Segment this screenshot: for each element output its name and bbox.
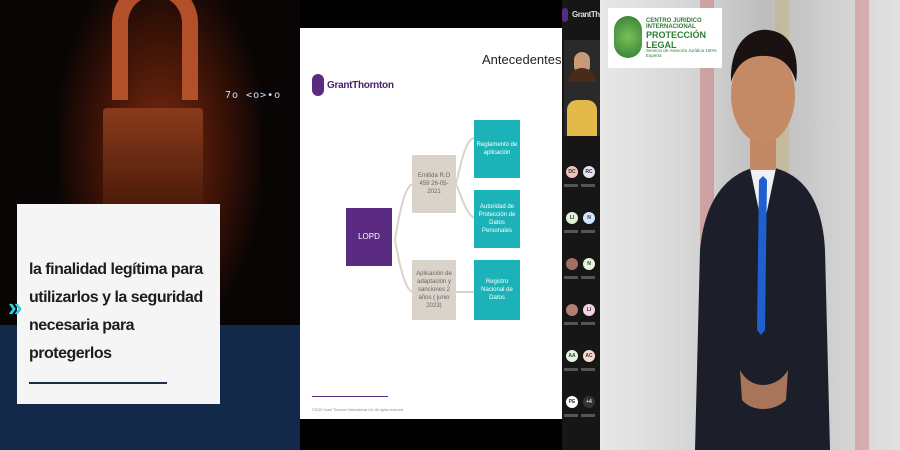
participant-name-placeholder	[581, 276, 595, 279]
participant-name-placeholder	[564, 184, 578, 187]
participant-name-placeholder	[581, 230, 595, 233]
firm-banner: CENTRO JURIDICO INTERNACIONAL PROTECCIÓN…	[608, 8, 722, 68]
participant-avatar[interactable]: N	[583, 258, 595, 270]
participant-name-placeholder	[581, 414, 595, 417]
participant-avatar[interactable]: LI	[566, 212, 578, 224]
footer-line	[312, 396, 388, 397]
participants-header: GrantThornton	[572, 10, 622, 19]
participant-avatar[interactable]: N	[583, 212, 595, 224]
participant-name-placeholder	[581, 322, 595, 325]
participant-avatar[interactable]: +4	[583, 396, 595, 408]
participant-avatar[interactable]: AA	[566, 350, 578, 362]
banner-line-1: CENTRO JURIDICO INTERNACIONAL	[646, 18, 702, 30]
diagram-connectors	[394, 137, 475, 293]
participant-name-placeholder	[564, 368, 578, 371]
background-stripe	[855, 0, 869, 450]
participant-hair	[568, 68, 596, 82]
participant-shirt	[567, 100, 597, 136]
participant-avatar[interactable]: PE	[566, 396, 578, 408]
caption-underline	[29, 382, 167, 384]
slide-title: Antecedentes	[482, 52, 562, 67]
participants-panel: GrantThornton DC RC LI N N LI AA AC PE +4	[562, 0, 622, 450]
node-reglamento: Reglamento de aplicación	[474, 120, 520, 178]
participant-avatar[interactable]	[566, 258, 578, 270]
slide-logo-text: GrantThornton	[327, 80, 394, 91]
banner-line-3: Servicio de Asesoría Jurídica 100% Exper…	[646, 48, 717, 58]
participant-name-placeholder	[581, 184, 595, 187]
padlock-shackle	[112, 0, 198, 100]
speaker-figure	[695, 29, 830, 450]
padlock-body	[103, 108, 203, 208]
participant-name-placeholder	[564, 276, 578, 279]
participant-avatar[interactable]: RC	[583, 166, 595, 178]
node-registro: Registro Nacional de Datos	[474, 260, 520, 320]
grant-thornton-logo-icon	[562, 8, 568, 22]
node-aplicacion: Aplicación de adaptación y sanciones 2 a…	[412, 260, 456, 320]
slide-footer: ©2022 Grant Thornton International Ltd. …	[312, 408, 404, 412]
firm-seal-icon	[614, 16, 642, 58]
grant-thornton-logo-icon	[312, 74, 324, 96]
speaker-video-panel: CENTRO JURIDICO INTERNACIONAL PROTECCIÓN…	[600, 0, 900, 450]
presentation-slide: Antecedentes GrantThornton LOPD Emitida …	[300, 28, 562, 419]
participant-name-placeholder	[581, 368, 595, 371]
participant-avatar[interactable]	[566, 304, 578, 316]
digital-code-text: 7o <o>•o	[225, 90, 282, 101]
left-video-panel: 7o <o>•o la finalidad legítima para util…	[0, 0, 300, 450]
participant-name-placeholder	[564, 230, 578, 233]
node-lopd: LOPD	[346, 208, 392, 266]
participant-name-placeholder	[564, 414, 578, 417]
participant-avatar[interactable]: AC	[583, 350, 595, 362]
caption-text: la finalidad legítima para utilizarlos y…	[29, 261, 203, 362]
node-emitida: Emitida R.O 459 26-05-2021	[412, 155, 456, 213]
participant-video-tile[interactable]	[564, 40, 600, 136]
banner-line-2: PROTECCIÓN LEGAL	[646, 30, 707, 50]
participant-avatar[interactable]: LI	[583, 304, 595, 316]
participant-avatar[interactable]: DC	[566, 166, 578, 178]
participant-name-placeholder	[564, 322, 578, 325]
chevron-right-icon: »	[8, 292, 23, 322]
node-autoridad: Autoridad de Protección de Datos Persona…	[474, 190, 520, 248]
caption-card: la finalidad legítima para utilizarlos y…	[17, 204, 220, 404]
